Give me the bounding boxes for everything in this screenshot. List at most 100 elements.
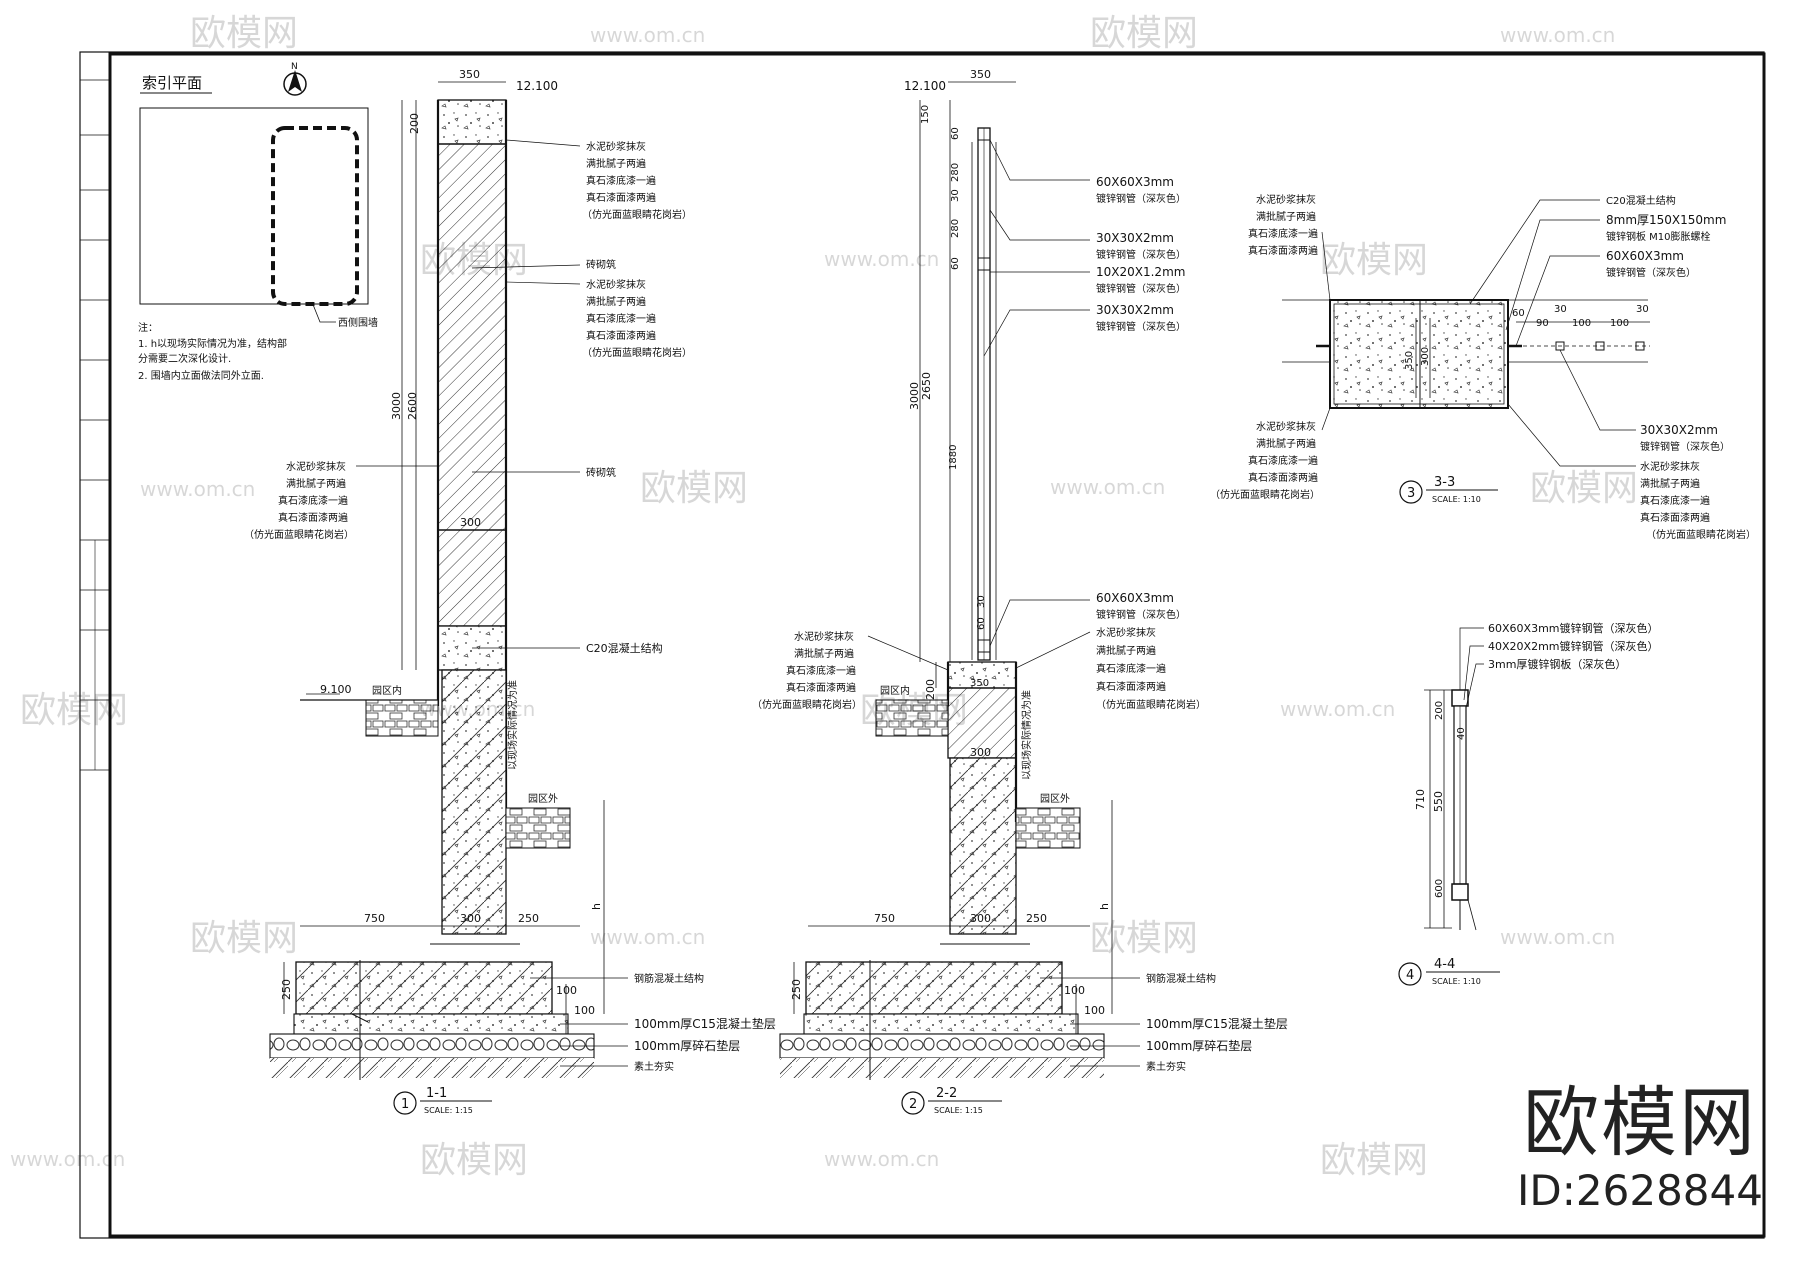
watermark-brand: 欧模网 [420, 1140, 528, 1181]
dim-label: 2600 [406, 392, 419, 420]
finish-text: 满批腻子两遍 [1096, 644, 1156, 657]
spec-text: 10X20X1.2mm [1096, 265, 1185, 279]
watermark-site: www.om.cn [590, 23, 705, 47]
finish-text: （仿光面蓝眼睛花岗岩） [752, 698, 862, 711]
finish-text: 真石漆面漆两遍 [786, 681, 856, 694]
dim-label: 750 [364, 912, 385, 925]
elevation-label: 12.100 [904, 79, 946, 93]
section-number-icon [901, 1091, 925, 1115]
watermark-site: www.om.cn [1500, 23, 1615, 47]
dim-label: 1880 [948, 445, 959, 470]
layer-text: 100mm厚C15混凝土垫层 [634, 1016, 776, 1031]
dim-label: 350 [970, 678, 989, 689]
spec-text: 镀锌钢管（深灰色） [1606, 266, 1696, 279]
finish-text: 满批腻子两遍 [794, 647, 854, 660]
material-text: 钢筋混凝土结构 [1146, 972, 1216, 985]
finish-text: 真石漆底漆一遍 [1640, 494, 1710, 507]
dim-label: 200 [408, 113, 421, 134]
watermark-brand: 欧模网 [1530, 468, 1638, 509]
watermark-site: www.om.cn [824, 1147, 939, 1171]
site-note: 以现场实际情况为准 [1020, 690, 1033, 780]
dim-label: 30 [1554, 304, 1567, 315]
layer-text: 100mm厚C15混凝土垫层 [1146, 1016, 1288, 1031]
dim-label: 150 [920, 105, 931, 124]
note-line: 分需要二次深化设计. [138, 352, 231, 365]
sheet-frame [79, 51, 1766, 1239]
watermark-brand: 欧模网 [640, 468, 748, 509]
finish-text: 真石漆底漆一遍 [1248, 454, 1318, 467]
dim-label: 350 [970, 68, 991, 81]
dim-label: 60 [976, 617, 987, 630]
section-title: 3-3 [1434, 475, 1455, 490]
watermark-brand: 欧模网 [420, 240, 528, 281]
section-title: 4-4 [1434, 957, 1455, 972]
watermark-brand: 欧模网 [1320, 240, 1428, 281]
finish-text: 满批腻子两遍 [1256, 437, 1316, 450]
dim-label: 300 [970, 912, 991, 925]
dim-label: 300 [970, 746, 991, 759]
section-1-1: 350 12.100 200 3000 2600 300 9.100 750 3… [244, 68, 776, 1115]
watermark-brand: 欧模网 [860, 690, 968, 731]
watermark-brand: 欧模网 [1320, 1140, 1428, 1181]
finish-text: 水泥砂浆抹灰 [586, 140, 646, 153]
dim-label: h [1098, 903, 1111, 910]
dim-label: 2650 [920, 372, 933, 400]
finish-text: （仿光面蓝眼睛花岗岩） [244, 528, 354, 541]
layer-text: 100mm厚碎石垫层 [634, 1038, 740, 1053]
spec-text: 30X30X2mm [1640, 423, 1718, 437]
section-number: 1 [401, 1097, 409, 1112]
site-note: 以现场实际情况为准 [506, 680, 519, 770]
finish-text: 真石漆底漆一遍 [1096, 662, 1166, 675]
section-scale: SCALE: 1:10 [1432, 495, 1481, 504]
finish-text: 满批腻子两遍 [586, 295, 646, 308]
dim-label: 600 [1434, 879, 1445, 898]
spec-text: 镀锌钢管（深灰色） [1096, 608, 1186, 621]
section-3-3: 60 30 90 100 100 30 350 300 水泥砂浆抹灰 满批腻子两… [1210, 193, 1756, 541]
spec-text: 60X60X3mm [1606, 249, 1684, 263]
finish-text: 满批腻子两遍 [1256, 210, 1316, 223]
index-plan: 索引平面 N 西侧围墙 注： 1. h以现场实际情况为准，结构部 分需要二次深化… [138, 62, 378, 382]
dim-label: 30 [976, 595, 987, 608]
finish-text: 水泥砂浆抹灰 [1256, 420, 1316, 433]
zone-label: 园区外 [1040, 793, 1070, 805]
layer-text: 素土夯实 [1146, 1060, 1186, 1073]
dim-label: 250 [518, 912, 539, 925]
spec-text: 镀锌钢板 M10膨胀螺栓 [1606, 230, 1711, 243]
spec-text: 镀锌钢管（深灰色） [1096, 192, 1186, 205]
dim-label: 300 [460, 912, 481, 925]
section-number: 4 [1406, 968, 1414, 983]
dim-label: 3000 [908, 382, 921, 410]
finish-text: 真石漆底漆一遍 [586, 312, 656, 325]
finish-text: 真石漆底漆一遍 [278, 494, 348, 507]
watermark-site: www.om.cn [1050, 475, 1165, 499]
finish-text: （仿光面蓝眼睛花岗岩） [1646, 528, 1756, 541]
material-text: 砖砌筑 [586, 466, 616, 479]
section-title: 1-1 [426, 1086, 447, 1101]
spec-text: 60X60X3mm [1096, 175, 1174, 189]
finish-text: 真石漆面漆两遍 [586, 329, 656, 342]
zone-label: 园区内 [880, 684, 910, 697]
dim-label: 300 [1420, 347, 1431, 366]
finish-text: 水泥砂浆抹灰 [586, 278, 646, 291]
note-line: 2. 围墙内立面做法同外立面. [138, 369, 264, 382]
index-plan-box [139, 107, 369, 305]
dim-label: 750 [874, 912, 895, 925]
zone-label: 园区外 [528, 793, 558, 805]
finish-text: 满批腻子两遍 [286, 477, 346, 490]
finish-text: 水泥砂浆抹灰 [1096, 626, 1156, 639]
dim-label: 300 [460, 516, 481, 529]
watermark-brand: 欧模网 [190, 13, 298, 54]
section-4-4: 710 200 40 550 600 60X60X3mm镀锌钢管（深灰色） 40… [1398, 621, 1659, 986]
watermark-brand: 欧模网 [20, 690, 128, 731]
brand-logo: 欧模网 [1523, 1078, 1757, 1167]
finish-text: 水泥砂浆抹灰 [794, 630, 854, 643]
zone-label: 园区内 [372, 684, 402, 697]
dim-label: 200 [924, 679, 937, 700]
note-line: 注： [138, 321, 158, 334]
watermark-site: www.om.cn [1280, 697, 1395, 721]
layer-text: 100mm厚碎石垫层 [1146, 1038, 1252, 1053]
index-plan-title: 索引平面 [142, 74, 202, 92]
finish-text: 真石漆面漆两遍 [278, 511, 348, 524]
section-scale: SCALE: 1:15 [934, 1106, 983, 1115]
